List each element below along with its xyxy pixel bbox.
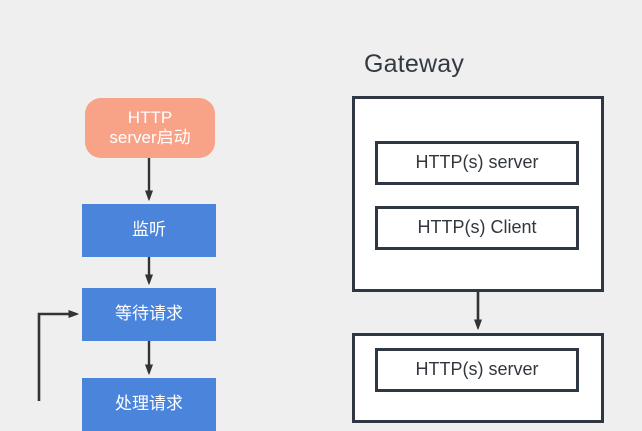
downstream-http-server-box[interactable]: HTTP(s) server [375, 348, 579, 392]
gateway-http-client-box[interactable]: HTTP(s) Client [375, 206, 579, 250]
flow-node-listen-label: 监听 [132, 220, 166, 240]
flow-node-wait-request[interactable]: 等待请求 [82, 288, 216, 341]
diagram-canvas: HTTP server启动 监听 等待请求 处理请求 Gateway HTTP(… [37, 50, 604, 431]
gateway-title: Gateway [364, 50, 465, 78]
gateway-http-server-label: HTTP(s) server [415, 152, 539, 173]
flow-node-listen[interactable]: 监听 [82, 204, 216, 257]
gateway-container-box [352, 96, 604, 292]
gateway-http-server-box[interactable]: HTTP(s) server [375, 141, 579, 185]
flow-node-wait-request-label: 等待请求 [115, 304, 183, 324]
downstream-http-server-label: HTTP(s) server [415, 359, 539, 380]
gateway-http-client-label: HTTP(s) Client [417, 217, 537, 238]
flow-node-handle-request-label: 处理请求 [115, 394, 183, 414]
flow-node-handle-request[interactable]: 处理请求 [82, 378, 216, 431]
flow-node-start-line1: HTTP [127, 107, 173, 127]
flow-node-start-label: HTTP server启动 [109, 108, 190, 148]
edge-handle-loop-back [37, 314, 82, 401]
flow-node-start[interactable]: HTTP server启动 [85, 98, 215, 158]
flow-node-start-line2: server启动 [109, 128, 191, 147]
